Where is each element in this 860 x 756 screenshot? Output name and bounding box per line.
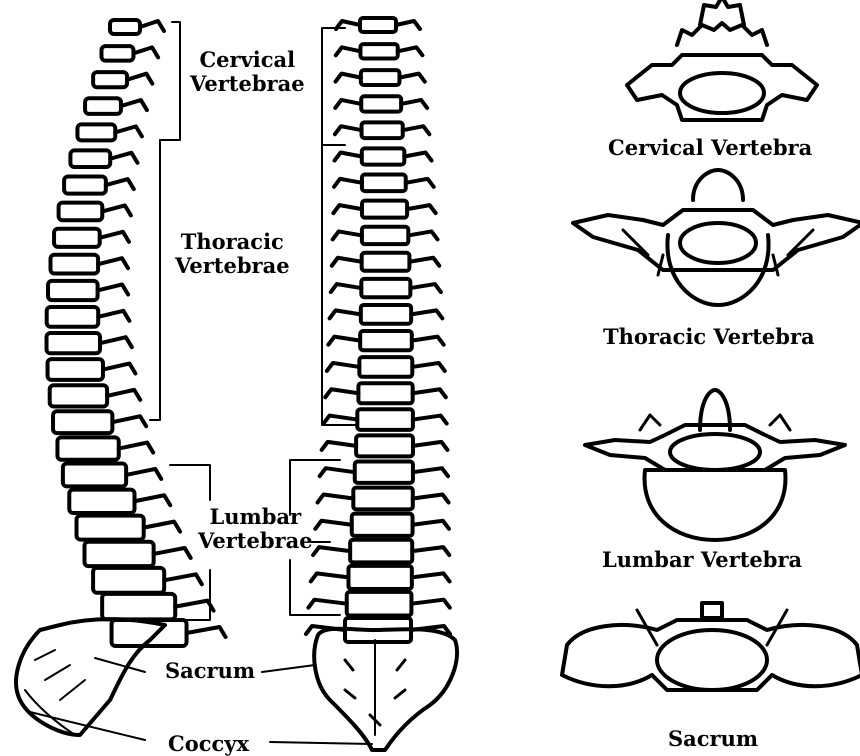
thoracic-vertebrae-label: Thoracic Vertebrae bbox=[175, 230, 290, 278]
lateral-vertebra bbox=[77, 516, 181, 540]
lateral-vertebra bbox=[47, 307, 130, 327]
thoracic-vertebra-caption: Thoracic Vertebra bbox=[603, 325, 815, 349]
lumbar-vertebrae-label: Lumbar Vertebrae bbox=[198, 505, 313, 553]
thoracic-vertebra-shape bbox=[573, 170, 860, 305]
cervical-vertebrae-label: Cervical Vertebrae bbox=[190, 48, 305, 96]
anterior-vertebra bbox=[315, 514, 449, 536]
lateral-vertebra bbox=[54, 229, 129, 247]
lateral-vertebra bbox=[63, 463, 161, 486]
lateral-vertebra bbox=[47, 333, 132, 353]
coccyx-label: Coccyx bbox=[168, 732, 249, 756]
cervical-vertebrae-label-line2: Vertebrae bbox=[190, 72, 305, 96]
lateral-vertebra bbox=[64, 177, 134, 194]
anterior-vertebra bbox=[324, 409, 447, 430]
anterior-sacrum-shape bbox=[314, 629, 457, 750]
thoracic-bracket bbox=[150, 140, 160, 420]
lateral-vertebra bbox=[77, 124, 141, 140]
anterior-vertebra bbox=[308, 592, 449, 616]
thoracic-vertebrae-label-line2: Vertebrae bbox=[175, 254, 290, 278]
lateral-vertebra bbox=[50, 255, 127, 274]
anterior-vertebra bbox=[336, 18, 420, 32]
lateral-vertebra bbox=[69, 490, 170, 513]
anterior-vertebra bbox=[335, 96, 427, 111]
anterior-vertebra bbox=[331, 279, 441, 297]
anterior-vertebra bbox=[322, 435, 448, 456]
lumbar-vertebrae-label-line2: Vertebrae bbox=[198, 529, 313, 553]
cervical-vertebra-caption: Cervical Vertebra bbox=[608, 136, 812, 160]
anterior-vertebra bbox=[333, 227, 438, 244]
anterior-vertebra bbox=[318, 488, 449, 510]
lateral-vertebra bbox=[102, 594, 213, 619]
anterior-vertebra bbox=[332, 253, 439, 271]
sacrum-label: Sacrum bbox=[165, 659, 255, 683]
lateral-vertebra bbox=[93, 568, 202, 593]
anterior-vertebra bbox=[320, 461, 448, 482]
anterior-vertebra bbox=[311, 566, 450, 589]
anterior-vertebra bbox=[333, 201, 435, 218]
lumbar-vertebra-shape bbox=[585, 390, 845, 540]
lateral-vertebra bbox=[48, 281, 128, 300]
lateral-vertebra bbox=[101, 46, 158, 61]
lateral-vertebra bbox=[57, 437, 153, 459]
cervical-vertebrae-label-line1: Cervical bbox=[190, 48, 305, 72]
sacrum-caption: Sacrum bbox=[668, 727, 758, 751]
lateral-sacrum-shape bbox=[16, 619, 165, 735]
anterior-vertebra bbox=[336, 44, 423, 58]
lateral-vertebra bbox=[112, 620, 226, 646]
anterior-vertebra bbox=[335, 148, 432, 164]
anterior-vertebra bbox=[328, 331, 443, 350]
lumbar-vertebrae-label-line1: Lumbar bbox=[198, 505, 313, 529]
anterior-vertebra bbox=[327, 357, 445, 377]
lateral-vertebra bbox=[110, 20, 164, 34]
cervical-vertebra-shape bbox=[627, 0, 817, 120]
anterior-vertebra bbox=[313, 540, 449, 563]
lateral-vertebra bbox=[50, 385, 141, 406]
lateral-vertebra bbox=[85, 98, 147, 114]
lateral-vertebra bbox=[70, 150, 137, 167]
lumbar-vertebra-caption: Lumbar Vertebra bbox=[602, 548, 802, 572]
anterior-spine bbox=[306, 18, 450, 642]
cervical-bracket bbox=[160, 22, 180, 140]
anterior-vertebra bbox=[336, 70, 425, 85]
anterior-vertebra bbox=[330, 305, 443, 324]
anterior-vertebra bbox=[325, 383, 446, 403]
thoracic-vertebrae-label-line1: Thoracic bbox=[175, 230, 290, 254]
anterior-vertebra bbox=[334, 175, 434, 192]
lateral-vertebra bbox=[93, 72, 152, 87]
lateral-vertebra bbox=[84, 542, 190, 566]
sacrum-top-view-shape bbox=[562, 603, 860, 690]
anterior-vertebra bbox=[335, 122, 429, 138]
lateral-vertebra bbox=[53, 411, 146, 433]
lateral-vertebra bbox=[48, 359, 136, 380]
lateral-vertebra bbox=[59, 203, 131, 221]
